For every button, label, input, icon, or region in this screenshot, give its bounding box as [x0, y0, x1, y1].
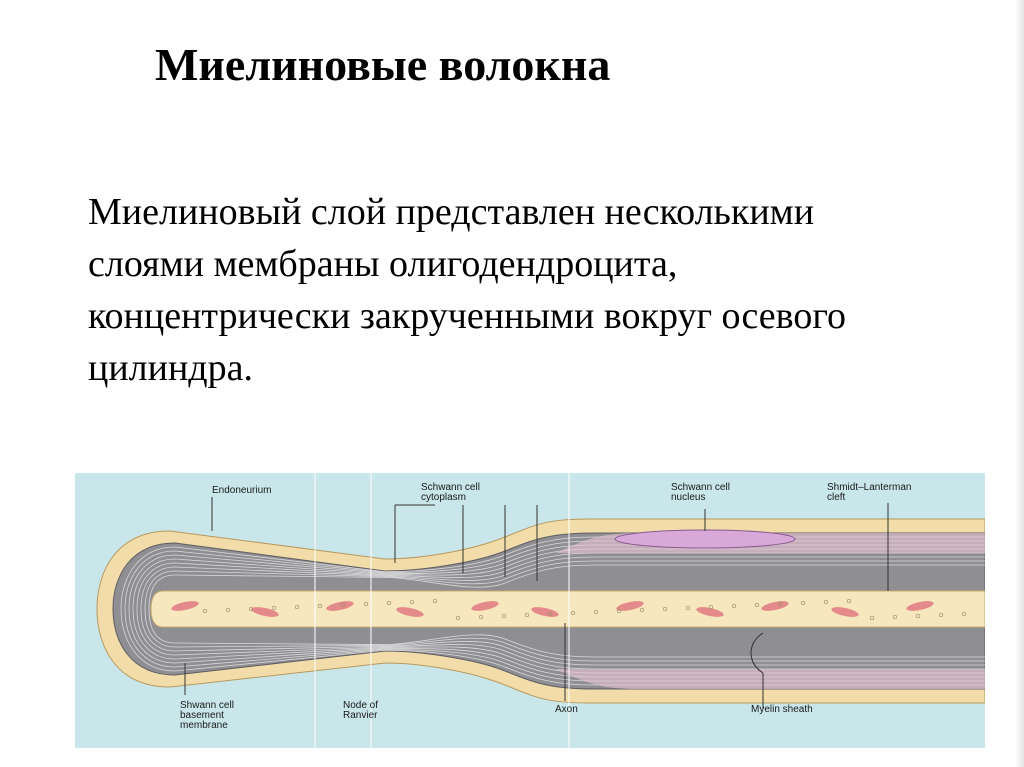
myelin-sheath-bracket: [750, 632, 764, 674]
lanterman-cleft-label: Shmidt–Lanterman: [827, 482, 912, 493]
axon-vesicle: [409, 599, 415, 605]
axon-vesicle: [754, 602, 760, 608]
schwann-cytoplasm-label: Schwann cell: [421, 482, 480, 493]
axon-label: Axon: [555, 704, 578, 715]
schwann-cytoplasm-label: cytoplasm: [421, 492, 466, 503]
schwann-nucleus-label: Schwann cell: [671, 482, 730, 493]
axon-vesicle: [938, 612, 944, 618]
axon-vesicle: [708, 604, 714, 610]
axon-vesicle: [731, 603, 737, 609]
axon-vesicle: [501, 613, 507, 619]
basement-membrane-label: Shwann cell: [180, 700, 234, 711]
endoneurium-label: Endoneurium: [212, 485, 271, 496]
axon-vesicle: [777, 601, 783, 607]
mitochondrion: [171, 601, 199, 611]
axon-vesicle: [202, 608, 208, 614]
mitochondrion: [396, 607, 424, 617]
axon-vesicle: [455, 615, 461, 621]
slide-body-text: Миелиновый слой представлен несколькими …: [88, 186, 846, 394]
axon-vesicle: [248, 606, 254, 612]
axon-vesicle: [823, 599, 829, 605]
axon-vesicle: [524, 612, 530, 618]
basement-membrane-label: membrane: [180, 720, 228, 731]
mitochondrion: [251, 607, 279, 617]
axon-vesicle: [294, 604, 300, 610]
node-of-ranvier-label: Ranvier: [343, 710, 378, 721]
axon-vesicle: [547, 611, 553, 617]
axon-vesicle: [915, 613, 921, 619]
mitochondrion: [326, 601, 354, 611]
body-line: концентрически закрученными вокруг осево…: [88, 295, 846, 337]
mitochondrion: [831, 607, 859, 617]
slide-edge-shadow: [1015, 0, 1024, 767]
myelin-sheath-label: Myelin sheath: [751, 704, 813, 715]
axon-vesicle: [662, 606, 668, 612]
axon-vesicle: [616, 608, 622, 614]
axon-vesicle: [386, 600, 392, 606]
axon-vesicle: [685, 605, 691, 611]
lanterman-cleft-label: cleft: [827, 492, 846, 503]
axon-vesicle: [570, 610, 576, 616]
axon-vesicle: [432, 598, 438, 604]
axon-vesicle: [869, 615, 875, 621]
mitochondrion: [471, 601, 499, 611]
axon-vesicle: [340, 602, 346, 608]
axon-vesicle: [271, 605, 277, 611]
axon-vesicle: [363, 601, 369, 607]
mitochondrion: [616, 601, 644, 611]
myelin-lamella: [144, 560, 985, 662]
axon-vesicle: [225, 607, 231, 613]
axon-vesicle: [846, 598, 852, 604]
myelin-lamella: [148, 564, 985, 658]
basement-membrane-label: basement: [180, 710, 224, 721]
body-line: цилиндра.: [88, 347, 254, 389]
axon-vesicle: [478, 614, 484, 620]
axon-vesicle: [317, 603, 323, 609]
mitochondrion: [696, 607, 724, 617]
node-of-ranvier-label: Node of: [343, 700, 378, 711]
axon: [150, 590, 985, 628]
schwann-cell-nucleus: [614, 529, 796, 549]
mitochondrion: [906, 601, 934, 611]
axon-vesicle: [593, 609, 599, 615]
slide-title: Миелиновые волокна: [155, 39, 611, 90]
body-line: Миелиновый слой представлен несколькими: [88, 191, 815, 233]
axon-vesicle: [639, 607, 645, 613]
axon-vesicle: [961, 611, 967, 617]
axon-vesicle: [800, 600, 806, 606]
schwann-cytoplasm-bottom: [555, 669, 985, 689]
schwann-nucleus-label: nucleus: [671, 492, 705, 503]
axon-vesicle: [892, 614, 898, 620]
body-line: слоями мембраны олигодендроцита,: [88, 243, 678, 285]
